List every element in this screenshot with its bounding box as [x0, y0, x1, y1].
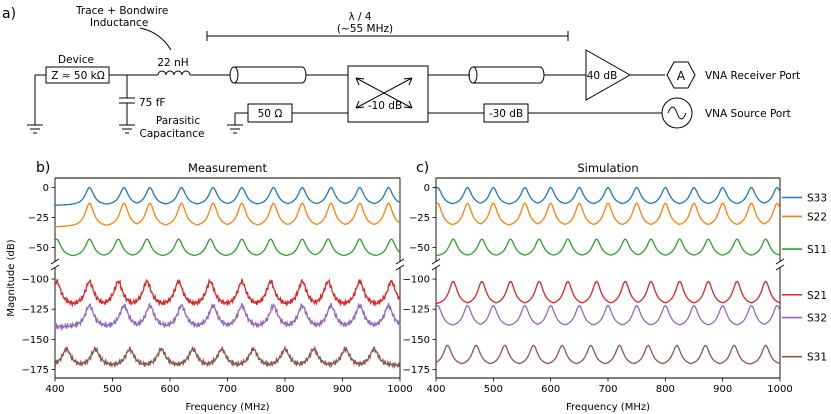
x-tick-label: 1000	[767, 384, 792, 395]
y-axis-label: Magnitude (dB)	[6, 239, 17, 316]
y-tick-label: −125	[22, 305, 49, 316]
x-tick-label: 700	[598, 384, 617, 395]
attenuator-value: -30 dB	[489, 108, 523, 120]
y-tick-label: −25	[409, 213, 430, 224]
axis-break-mark-right	[775, 258, 785, 271]
inductor-value: 22 nH	[157, 57, 188, 69]
lambda-frequency-label: (~55 MHz)	[337, 23, 393, 35]
series-line-s11	[435, 238, 781, 257]
series-line-s33	[435, 186, 781, 205]
series-line-s31	[435, 344, 781, 365]
y-tick-label: −25	[28, 213, 49, 224]
vna-source-circle-icon	[661, 97, 693, 129]
vna-receiver-port-label: VNA Receiver Port	[705, 70, 800, 82]
coupler-value: -10 dB	[368, 100, 402, 112]
y-tick-label: −150	[403, 335, 430, 346]
plot-title: Simulation	[577, 161, 638, 175]
x-tick-label: 600	[541, 384, 560, 395]
lambda-label: λ / 4	[348, 11, 371, 23]
termination-ground-icon	[227, 124, 243, 134]
trace-pointer-arrow	[139, 27, 172, 51]
legend-label-s21: S21	[807, 290, 827, 302]
y-tick-label: −125	[403, 305, 430, 316]
series-line-s22	[55, 202, 401, 228]
coax-line-left-icon	[229, 66, 307, 84]
axis-break-mark-left	[431, 258, 441, 271]
plot-title: Measurement	[188, 161, 267, 175]
x-tick-label: 800	[656, 384, 675, 395]
x-tick-label: 400	[45, 384, 64, 395]
x-tick-label: 500	[484, 384, 503, 395]
x-tick-label: 500	[103, 384, 122, 395]
parasitic-label-line2: Capacitance	[140, 128, 205, 140]
coupler-cross-arrow-2	[355, 77, 413, 109]
x-tick-label: 800	[275, 384, 294, 395]
y-tick-label: −50	[409, 243, 430, 254]
amplifier-value: 40 dB	[587, 70, 618, 82]
x-tick-label: 700	[218, 384, 237, 395]
panel-label-a: a)	[2, 6, 16, 22]
panel-label-b: b)	[36, 160, 50, 176]
device-label: Device	[58, 54, 94, 66]
vna-source-sine-icon	[667, 106, 687, 120]
capacitor-ground-icon	[119, 124, 135, 134]
panel-label-c: c)	[416, 160, 429, 176]
series-line-s31	[54, 345, 401, 370]
plots-area: Measurement 400 500 600 700 800 900 1000Frequen…	[6, 161, 827, 413]
legend-label-s32: S32	[807, 313, 827, 325]
amplifier-icon	[585, 49, 632, 101]
vna-source-port-label: VNA Source Port	[705, 108, 791, 120]
vna-receiver-hexagon-icon	[666, 61, 696, 89]
y-tick-label: −175	[22, 365, 49, 376]
x-tick-label: 1000	[387, 384, 412, 395]
y-tick-label: −100	[403, 275, 430, 286]
x-tick-label: 900	[713, 384, 732, 395]
coax-line-right-icon	[468, 66, 545, 84]
legend-label-s11: S11	[807, 244, 827, 256]
plot-panel-simulation: Simulation 400 500 600 700 800 900 1000Frequenc…	[403, 161, 828, 413]
directional-coupler-box	[347, 65, 429, 123]
series-line-s21	[435, 280, 781, 305]
y-tick-label: −175	[403, 365, 430, 376]
series-line-s21	[54, 277, 401, 308]
legend-label-s22: S22	[807, 211, 827, 223]
y-tick-label: −100	[22, 275, 49, 286]
legend-label-s33: S33	[807, 193, 827, 205]
y-tick-label: 0	[424, 183, 430, 194]
axis-break-mark-right	[395, 258, 405, 271]
axis-break-mark-left	[50, 258, 60, 271]
series-line-s33	[55, 186, 401, 206]
x-tick-label: 400	[426, 384, 445, 395]
y-tick-label: −50	[28, 243, 49, 254]
capacitor-value: 75 fF	[139, 97, 165, 109]
legend-label-s31: S31	[807, 352, 827, 364]
inductor-icon	[157, 70, 191, 76]
y-tick-label: −150	[22, 335, 49, 346]
device-impedance: Z ≈ 50 kΩ	[51, 70, 104, 82]
series-line-s32	[54, 302, 401, 332]
y-tick-label: 0	[43, 183, 49, 194]
series-line-s11	[54, 238, 401, 257]
capacitor-icon	[119, 97, 135, 104]
series-line-s32	[435, 304, 781, 326]
device-ground-icon	[27, 124, 43, 134]
trace-label-line2: Inductance	[90, 17, 148, 29]
plot-panel-measurement: Measurement 400 500 600 700 800 900 1000Frequen…	[6, 161, 413, 413]
series-line-s22	[435, 202, 781, 226]
vna-receiver-symbol: A	[677, 69, 686, 83]
termination-value: 50 Ω	[258, 108, 283, 120]
x-tick-label: 600	[160, 384, 179, 395]
x-axis-label: Frequency (MHz)	[566, 402, 650, 413]
circuit-schematic: a) Trace + Bondwire Inductance λ / 4 (~5…	[2, 5, 800, 140]
trace-label-line1: Trace + Bondwire	[75, 5, 168, 17]
parasitic-label-line1: Parasitic	[156, 115, 200, 127]
x-tick-label: 900	[333, 384, 352, 395]
x-axis-label: Frequency (MHz)	[185, 402, 269, 413]
